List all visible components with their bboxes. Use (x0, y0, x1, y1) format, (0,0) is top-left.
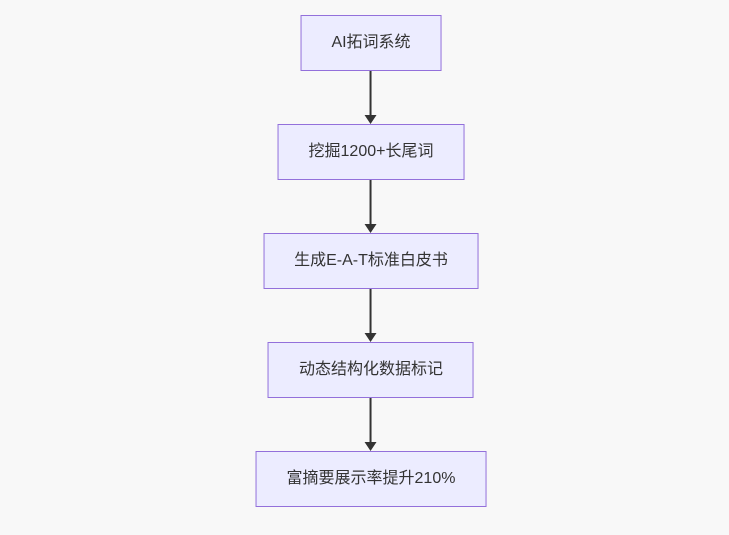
arrowhead-icon (365, 115, 377, 124)
flow-node-label: 挖掘1200+长尾词 (308, 143, 434, 160)
flow-node-step-4: 动态结构化数据标记 (267, 342, 474, 398)
flow-node-label: AI拓词系统 (331, 34, 411, 51)
flow-node-label: 生成E-A-T标准白皮书 (294, 252, 448, 269)
arrowhead-icon (365, 224, 377, 233)
flow-node-step-2: 挖掘1200+长尾词 (277, 124, 465, 180)
arrow-line (370, 398, 372, 442)
flow-node-label: 动态结构化数据标记 (298, 361, 443, 378)
flow-node-label: 富摘要展示率提升210% (286, 470, 456, 487)
flow-node-step-1: AI拓词系统 (300, 15, 442, 71)
flowchart: AI拓词系统挖掘1200+长尾词生成E-A-T标准白皮书动态结构化数据标记富摘要… (255, 15, 487, 507)
flow-arrow-step-3-to-step-4 (365, 289, 377, 342)
flow-node-step-3: 生成E-A-T标准白皮书 (263, 233, 479, 289)
flow-arrow-step-2-to-step-3 (365, 180, 377, 233)
arrowhead-icon (365, 333, 377, 342)
arrowhead-icon (365, 442, 377, 451)
arrow-line (370, 71, 372, 115)
flow-arrow-step-4-to-step-5 (365, 398, 377, 451)
flow-arrow-step-1-to-step-2 (365, 71, 377, 124)
flow-node-step-5: 富摘要展示率提升210% (255, 451, 487, 507)
arrow-line (370, 289, 372, 333)
arrow-line (370, 180, 372, 224)
